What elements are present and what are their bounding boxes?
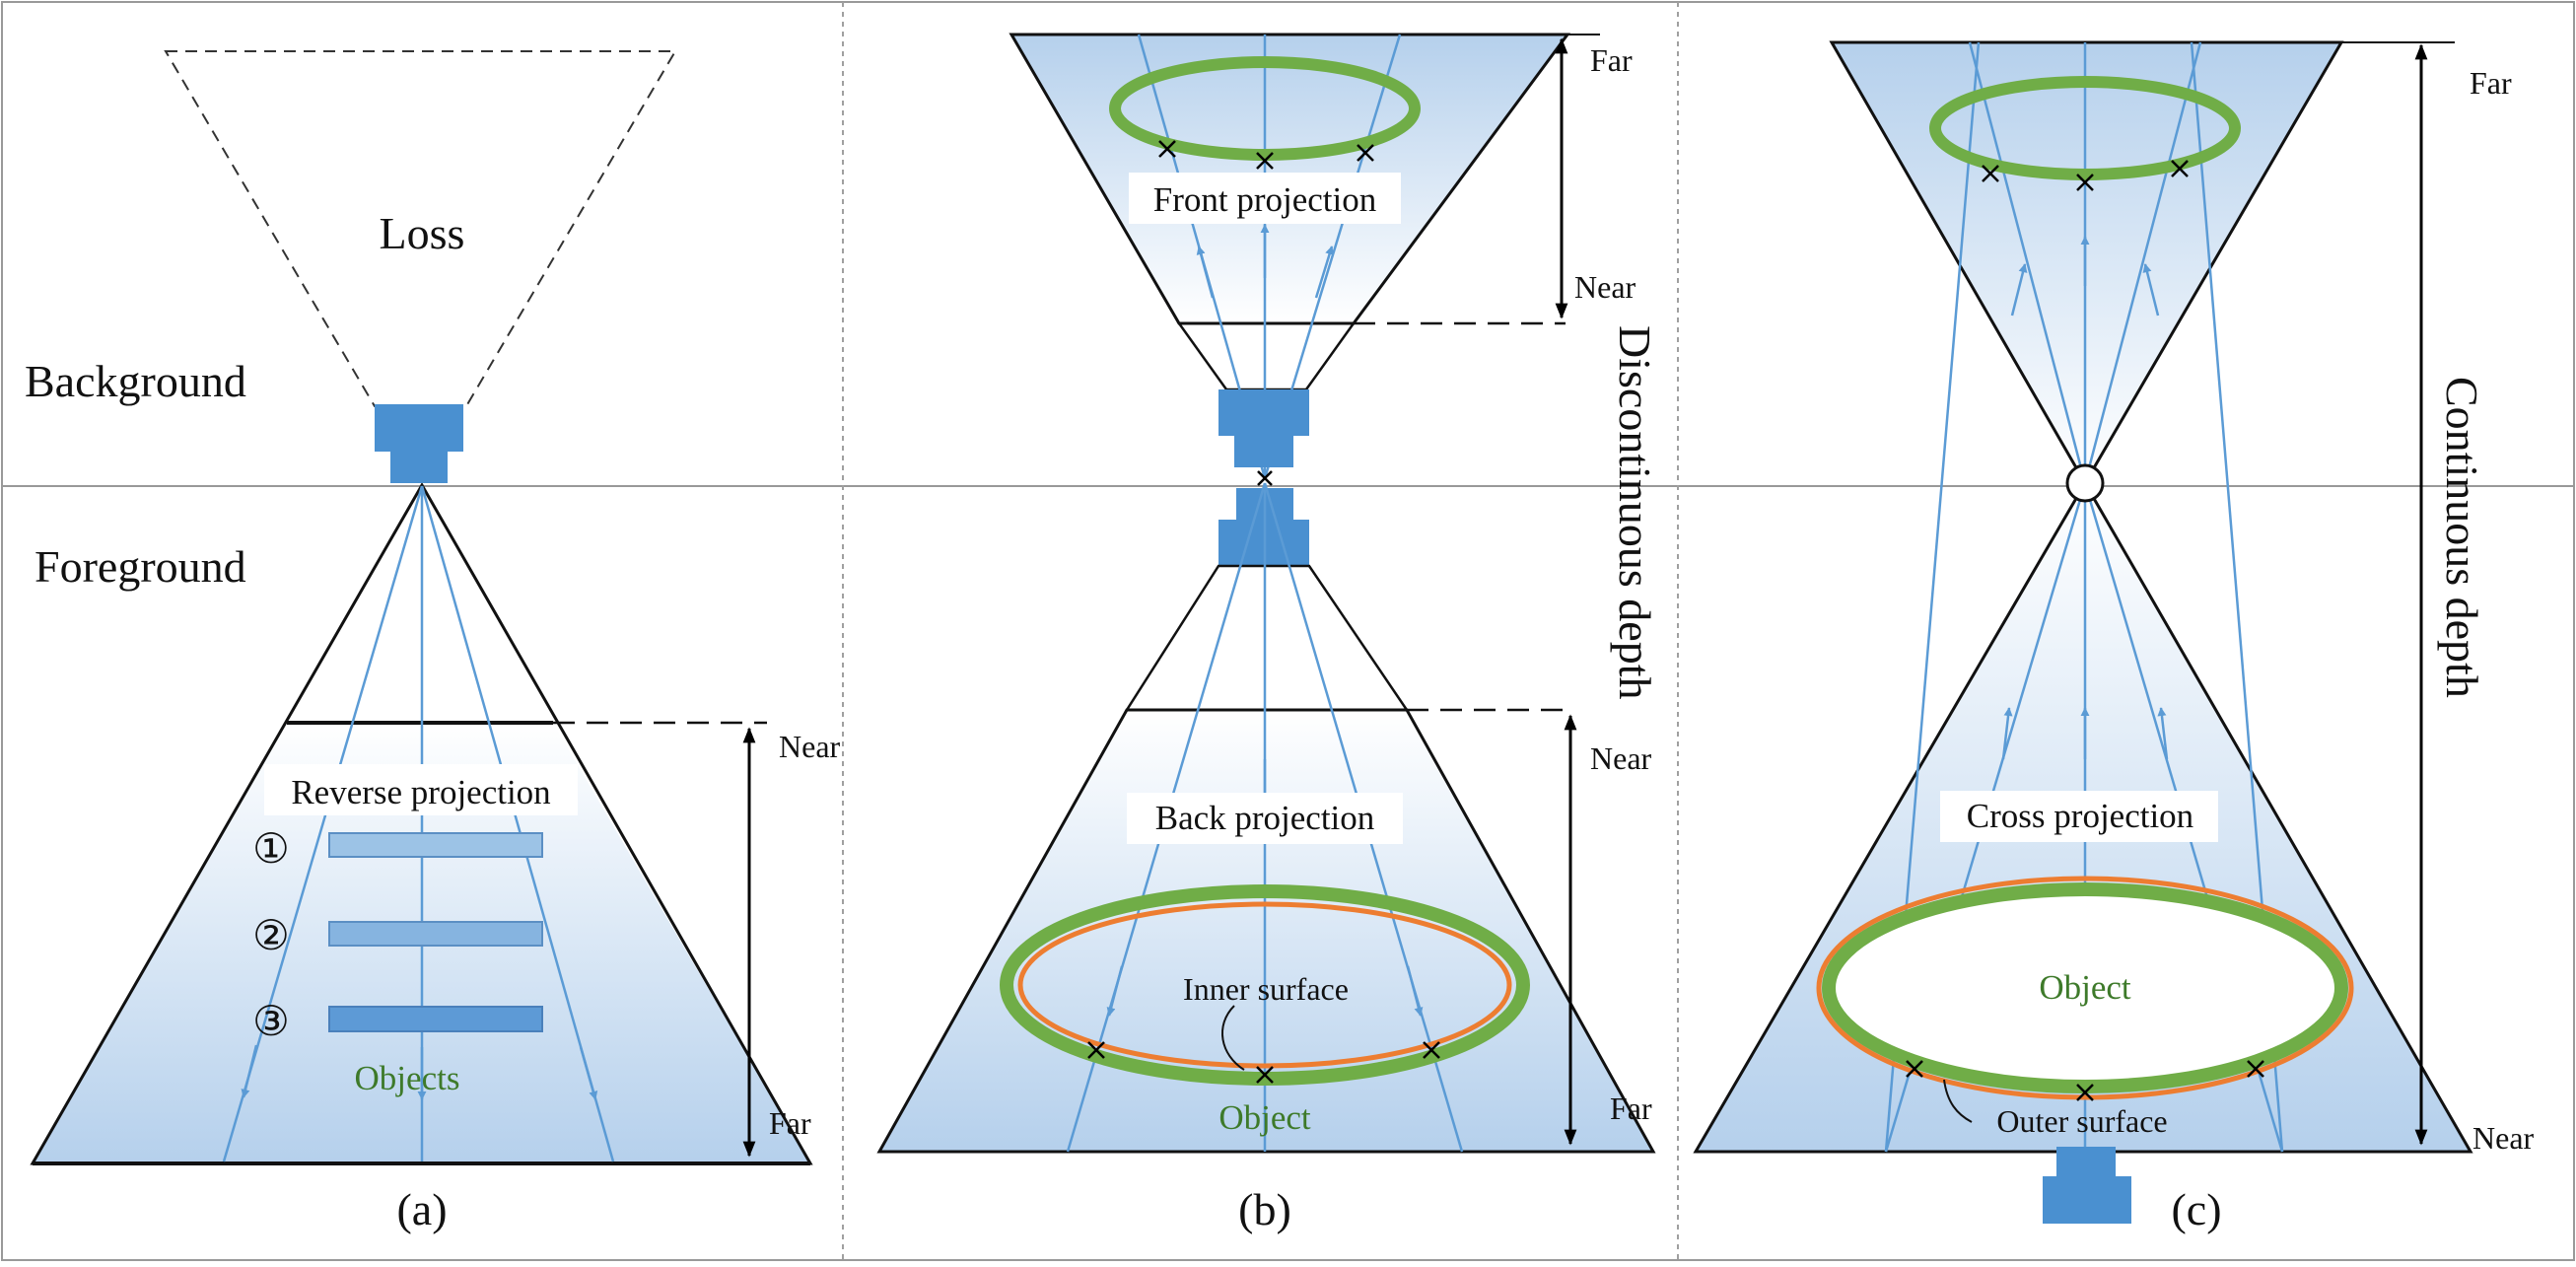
- object-layer-3: [328, 1006, 543, 1032]
- front-projection-label-bg: [1129, 173, 1401, 224]
- outer-surface-leader: [1943, 1079, 1973, 1123]
- object-ring-c-top: [1929, 76, 2241, 180]
- camera-c-body: [2043, 1176, 2131, 1224]
- back-projection-label: Back projection: [1155, 799, 1375, 837]
- near-label-a: Near: [779, 729, 841, 764]
- cross-mark-top-3: [1357, 144, 1374, 162]
- ray-c-arrow-4: [2001, 707, 2013, 760]
- object-ring-bottom: [1000, 884, 1530, 1086]
- camera-b-top-lens: [1234, 436, 1293, 467]
- cross-projection-label-bg: [1940, 791, 2218, 842]
- cross-mark-c-bottom-1: [1906, 1060, 1923, 1078]
- ray-b-arrow-tr: [1314, 246, 1334, 299]
- inner-surface-leader: [1220, 1005, 1245, 1071]
- discontinuous-depth-label: Discontinuous depth: [1610, 325, 1660, 699]
- cross-projection-label: Cross projection: [1967, 797, 2193, 835]
- camera-b-top-body: [1218, 389, 1309, 436]
- far-label-b-bottom: Far: [1610, 1091, 1652, 1126]
- ray-c-7: [2083, 41, 2202, 484]
- far-label-c: Far: [2470, 65, 2512, 101]
- top-connector: [1176, 321, 1357, 391]
- ray-b-arrow-bl: [1106, 965, 1124, 1017]
- cross-mark-top-1: [1158, 140, 1176, 158]
- ray-b-arrow-tl: [1196, 246, 1215, 299]
- far-label-a: Far: [769, 1105, 811, 1141]
- cross-mark-bottom-3: [1423, 1041, 1440, 1059]
- continuous-depth-label: Continuous depth: [2437, 377, 2487, 698]
- ray-left: [222, 485, 424, 1162]
- panel-c: Cross projection Object Outer surface Fa…: [1693, 40, 2535, 1234]
- ray-c-6: [1968, 41, 2087, 484]
- bottom-connector: [1124, 564, 1410, 712]
- ray-c-arrow-1: [2010, 263, 2028, 317]
- cross-mark-c-top-2: [2076, 174, 2094, 191]
- back-projection-outline: [876, 708, 1656, 1154]
- cross-mark-top-2: [1256, 152, 1274, 170]
- outer-surface-ring: [1816, 876, 2354, 1100]
- upper-cone: [1829, 40, 2344, 486]
- camera-a-lens: [390, 452, 448, 483]
- marker-2: ②: [252, 914, 290, 959]
- back-projection-label-bg: [1127, 793, 1403, 844]
- front-projection-label: Front projection: [1153, 180, 1377, 219]
- object-layer-1: [328, 832, 543, 858]
- caption-c: (c): [2171, 1184, 2221, 1234]
- background-label: Background: [25, 356, 246, 406]
- inner-surface-label: Inner surface: [1183, 971, 1349, 1007]
- ray-c-arrow-3: [2142, 263, 2160, 317]
- object-ring-c-bottom: [1822, 882, 2348, 1093]
- marker-1: ①: [252, 827, 290, 873]
- cross-mark-c-bottom-3: [2247, 1060, 2264, 1078]
- cross-mark-c-bottom-2: [2076, 1084, 2094, 1101]
- cross-mark-c-top-1: [1982, 165, 1999, 182]
- loss-frustum: [164, 50, 677, 407]
- reverse-projection-label: Reverse projection: [291, 773, 550, 811]
- near-label-b-top: Near: [1574, 269, 1636, 305]
- ray-arrow-left: [241, 1044, 258, 1098]
- inner-surface-ring: [1017, 901, 1512, 1069]
- ray-arrow-right: [579, 1046, 598, 1100]
- far-label-b-top: Far: [1590, 42, 1633, 78]
- caption-a: (a): [396, 1184, 447, 1234]
- panel-b: Front projection Far Near Back projectio…: [876, 33, 1660, 1234]
- cross-mark-center: [1257, 470, 1273, 486]
- loss-label: Loss: [380, 208, 465, 258]
- object-label-b: Object: [1218, 1098, 1311, 1137]
- cross-mark-bottom-2: [1256, 1066, 1274, 1084]
- camera-c-lens: [2056, 1147, 2116, 1176]
- ray-b-arrow-br: [1406, 965, 1424, 1017]
- object-label-c: Object: [2039, 968, 2131, 1007]
- object-ring-top: [1109, 56, 1421, 161]
- cross-mark-c-top-3: [2171, 160, 2189, 177]
- marker-3: ③: [252, 1000, 290, 1045]
- camera-a-body: [375, 404, 463, 452]
- objects-label: Objects: [355, 1059, 460, 1097]
- outer-surface-label: Outer surface: [1996, 1103, 2167, 1139]
- caption-b: (b): [1238, 1184, 1291, 1234]
- focal-point: [2065, 463, 2105, 503]
- near-label-b-bottom: Near: [1590, 740, 1652, 776]
- foreground-label: Foreground: [35, 541, 246, 592]
- near-label-c: Near: [2472, 1120, 2535, 1156]
- reverse-projection-label-bg: [264, 764, 578, 815]
- panel-a: Reverse projection ① ② ③ Objects Near Fa…: [25, 50, 841, 1234]
- ray-c-arrow-6: [2157, 707, 2169, 760]
- cross-mark-bottom-1: [1087, 1041, 1105, 1059]
- object-layer-2: [328, 921, 543, 947]
